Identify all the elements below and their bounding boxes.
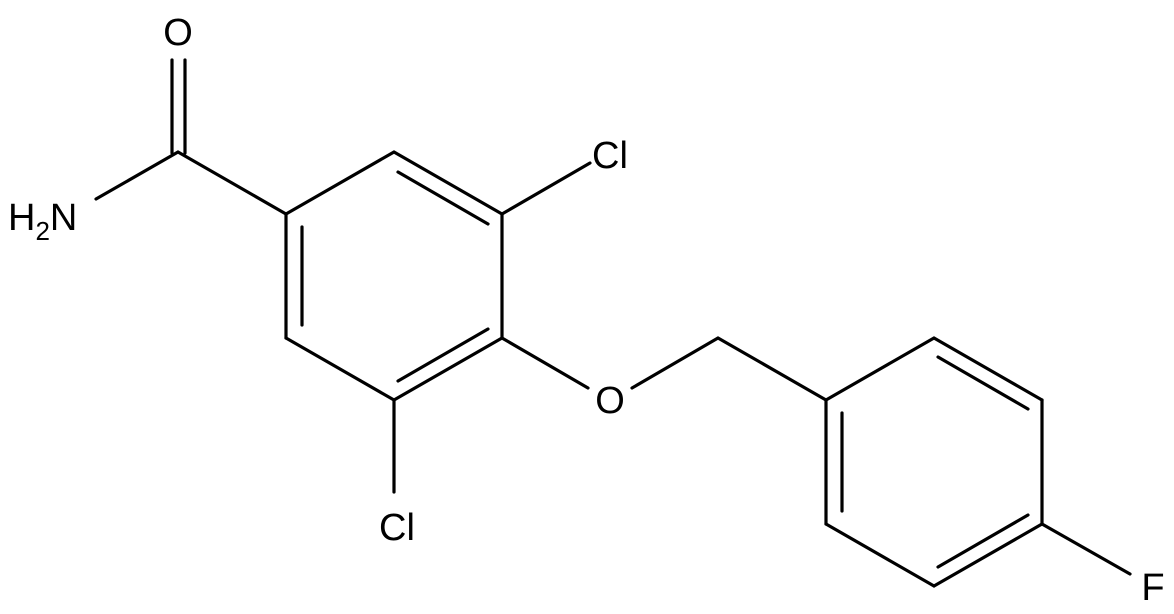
bond-c-n [94, 150, 180, 201]
ring1-bond-2 [392, 150, 504, 216]
bond-c-ring [176, 150, 288, 216]
atom-chlorine-bottom: Cl [379, 507, 415, 549]
ring1-bond-4-inner [396, 327, 490, 383]
atom-labels: O H2N Cl Cl O F [8, 12, 1165, 609]
fluorophenyl-ring [824, 336, 1132, 588]
bond-o-ch2 [630, 336, 720, 390]
amide-group [94, 58, 288, 216]
atom-fluorine: F [1141, 567, 1164, 609]
ring2-bond-2 [932, 336, 1044, 402]
ring1-bond-2-inner [396, 170, 490, 226]
atom-amine-nh2: H2N [8, 197, 77, 246]
ring2-bond-2-inner [936, 355, 1030, 411]
atom-oxygen-carbonyl: O [163, 12, 193, 54]
ring1-bond-5 [284, 336, 396, 402]
dichlorophenyl-ring [284, 150, 504, 402]
amine-nitrogen: N [50, 197, 77, 239]
atom-oxygen-ether: O [595, 380, 625, 422]
ring2-bond-1 [824, 336, 936, 402]
atom-chlorine-top: Cl [592, 135, 628, 177]
substituent-bonds [392, 161, 828, 494]
ring2-bond-5 [824, 522, 936, 588]
ring2-bond-4 [932, 522, 1044, 588]
bond-ch2-ring [716, 336, 828, 402]
bond-c-cl-top [500, 161, 592, 216]
bond-c-f [1040, 522, 1132, 576]
bond-c-o-ether [500, 336, 590, 390]
ring1-bond-4 [392, 336, 504, 402]
amine-subscript: 2 [35, 216, 49, 246]
ring1-bond-1 [284, 150, 396, 216]
amine-hydrogen: H [8, 197, 35, 239]
ring2-bond-4-inner [936, 513, 1030, 569]
